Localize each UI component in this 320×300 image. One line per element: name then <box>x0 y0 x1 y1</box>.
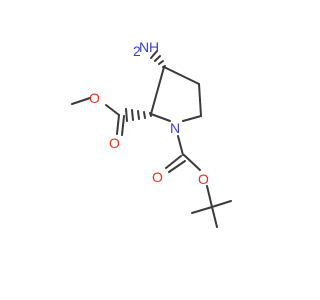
bond-n1-carbonyl <box>177 135 184 156</box>
ester-o-single-label: O <box>89 90 100 106</box>
amine-h-count: 2 <box>133 43 141 59</box>
amine-h-label: H <box>149 39 159 55</box>
bond-carbonyl-o-double-a <box>165 155 182 169</box>
bond-carbonyl-o-double-b <box>168 160 186 173</box>
bond-n1-c2 <box>150 113 171 122</box>
bond-carbonyl-o-single <box>183 154 201 171</box>
hashed-wedge-c3-nh2 <box>150 50 166 68</box>
bond-c4-c5 <box>198 83 202 117</box>
bond-c5-n1 <box>182 115 202 122</box>
bond-c3-c4 <box>163 66 200 85</box>
boc-group <box>165 135 232 228</box>
hashed-wedge-c2-ester <box>125 108 152 122</box>
bond-tbu-methyl-1 <box>191 206 213 214</box>
pyrrolidine-ring <box>150 66 202 122</box>
boc-o-double-label: O <box>152 169 163 185</box>
bond-o-methyl <box>71 97 91 105</box>
bond-o-tbu <box>206 185 213 208</box>
bond-tbu-methyl-2 <box>211 200 232 208</box>
molecule-structure: N H 2 O O N O O <box>71 39 232 228</box>
boc-o-single-label: O <box>198 171 209 187</box>
bond-ester-c-o-single <box>105 104 120 116</box>
ester-o-double-label: O <box>109 135 120 151</box>
methyl-ester <box>71 97 125 136</box>
bond-c2-c3 <box>150 66 165 115</box>
bond-ester-c-o-double-b <box>121 115 125 136</box>
atom-label-nh2: N H 2 <box>133 39 159 59</box>
ring-n-label: N <box>170 120 180 136</box>
amine-n-label: N <box>139 39 149 55</box>
bond-tbu-methyl-3 <box>211 206 218 228</box>
bond-ester-c-o-double-a <box>116 114 120 135</box>
